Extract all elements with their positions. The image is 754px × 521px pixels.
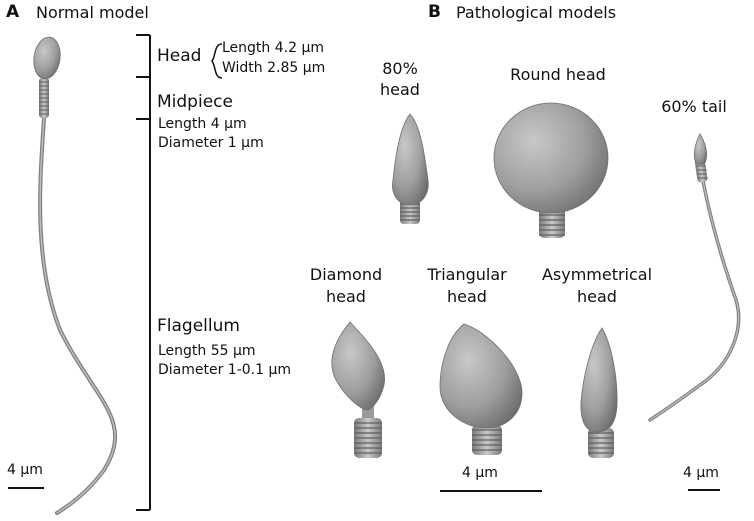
scale-label-b-center: 4 µm — [462, 465, 498, 481]
midpiece-diameter: Diameter 1 µm — [158, 135, 264, 151]
model-triangular-head — [439, 323, 523, 455]
label-80-head-line2: head — [380, 80, 420, 99]
label-triangular-line1: Triangular — [427, 265, 507, 284]
scale-label-b-right: 4 µm — [683, 465, 719, 481]
panel-a-title: Normal model — [36, 3, 149, 22]
normal-sperm-model — [33, 36, 117, 515]
model-round-head — [493, 102, 609, 238]
model-diamond-head — [331, 321, 386, 458]
model-asymmetrical-head — [580, 327, 618, 458]
normal-midpiece — [39, 78, 49, 118]
label-diamond-line1: Diamond — [309, 265, 383, 284]
label-asymmetrical-line1: Asymmetrical — [541, 265, 653, 284]
panel-b-title: Pathological models — [456, 3, 617, 22]
label-round-head: Round head — [510, 65, 606, 84]
flagellum-length: Length 55 µm — [158, 343, 256, 359]
head-length: Length 4.2 µm — [222, 40, 324, 56]
panel-a-letter: A — [6, 2, 20, 22]
midpiece-length: Length 4 µm — [158, 116, 247, 132]
label-triangular-line2: head — [447, 287, 487, 306]
flagellum-diameter: Diameter 1-0.1 µm — [158, 362, 292, 378]
head-width: Width 2.85 µm — [222, 60, 326, 76]
model-60-tail — [648, 133, 741, 422]
scale-label-a: 4 µm — [7, 462, 43, 478]
label-asymmetrical-line2: head — [577, 287, 617, 306]
label-diamond-line2: head — [326, 287, 366, 306]
normal-flagellum — [38, 116, 117, 515]
panel-b-letter: B — [428, 2, 441, 22]
head-dimension-brace — [211, 43, 223, 79]
head-label: Head — [157, 46, 202, 66]
label-80-head-line1: 80% — [382, 59, 418, 78]
midpiece-label: Midpiece — [157, 92, 233, 112]
label-60-tail: 60% tail — [661, 97, 727, 116]
part-brackets — [136, 34, 151, 511]
model-80-head — [392, 113, 429, 224]
normal-head — [33, 36, 61, 80]
flagellum-label: Flagellum — [157, 316, 240, 336]
